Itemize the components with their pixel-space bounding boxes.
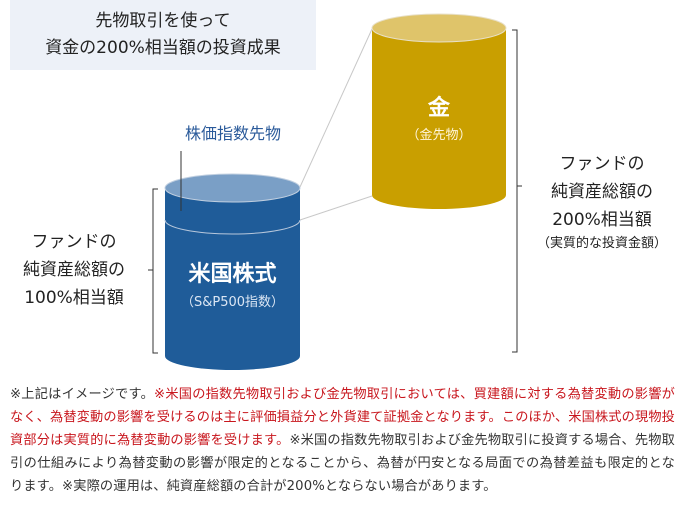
blue-cylinder <box>164 173 301 370</box>
gold-cylinder-body <box>372 28 506 209</box>
futures-slice-divider <box>164 219 301 235</box>
gold-cylinder <box>371 13 507 209</box>
left-annotation: ファンドの 純資産総額の 100%相当額 <box>0 228 148 312</box>
cylinder-diagram <box>148 13 522 370</box>
blue-cylinder-top <box>164 173 301 203</box>
disclaimer-note: ※上記はイメージです。※米国の指数先物取引および金先物取引においては、買建額に対… <box>10 383 675 498</box>
left-bracket <box>148 188 158 354</box>
right-annotation-line-1: ファンドの <box>559 154 645 174</box>
blue-cylinder-body <box>165 188 300 370</box>
right-annotation-line-3: 200%相当額 <box>552 210 652 230</box>
title-box: 先物取引を使って 資金の200%相当額の投資成果 <box>10 0 316 70</box>
right-annotation: ファンドの 純資産総額の 200%相当額 （実質的な投資金額） <box>524 150 680 254</box>
note-part-2-warning: ※米国の指数先物取引および金先物取引においては、買建額に対する為替変動の影響がな… <box>10 387 675 448</box>
gold-cylinder-sublabel: （金先物） <box>406 128 472 143</box>
note-part-3: ※米国の指数先物取引および金先物取引に投資する場合、先物取引の仕組みにより為替変… <box>10 433 676 494</box>
gold-cylinder-label: 金 <box>427 96 450 121</box>
blue-cylinder-label: 米国株式 <box>188 262 277 287</box>
right-annotation-line-2: 純資産総額の <box>551 182 653 202</box>
right-annotation-line-4: （実質的な投資金額） <box>536 236 667 251</box>
left-annotation-line-2: 純資産総額の <box>23 260 125 280</box>
gold-cylinder-top <box>371 13 507 43</box>
connector-line-top <box>299 28 373 188</box>
title-line-2: 資金の200%相当額の投資成果 <box>45 38 281 58</box>
futures-label: 株価指数先物 <box>184 124 281 143</box>
note-part-1: ※上記はイメージです。 <box>10 387 155 402</box>
left-annotation-line-3: 100%相当額 <box>24 288 124 308</box>
blue-cylinder-sublabel: （S&P500指数） <box>180 295 285 310</box>
right-bracket <box>512 29 522 353</box>
left-annotation-line-1: ファンドの <box>31 232 117 252</box>
connector-line-bottom <box>299 195 373 221</box>
title-line-1: 先物取引を使って <box>95 11 231 31</box>
